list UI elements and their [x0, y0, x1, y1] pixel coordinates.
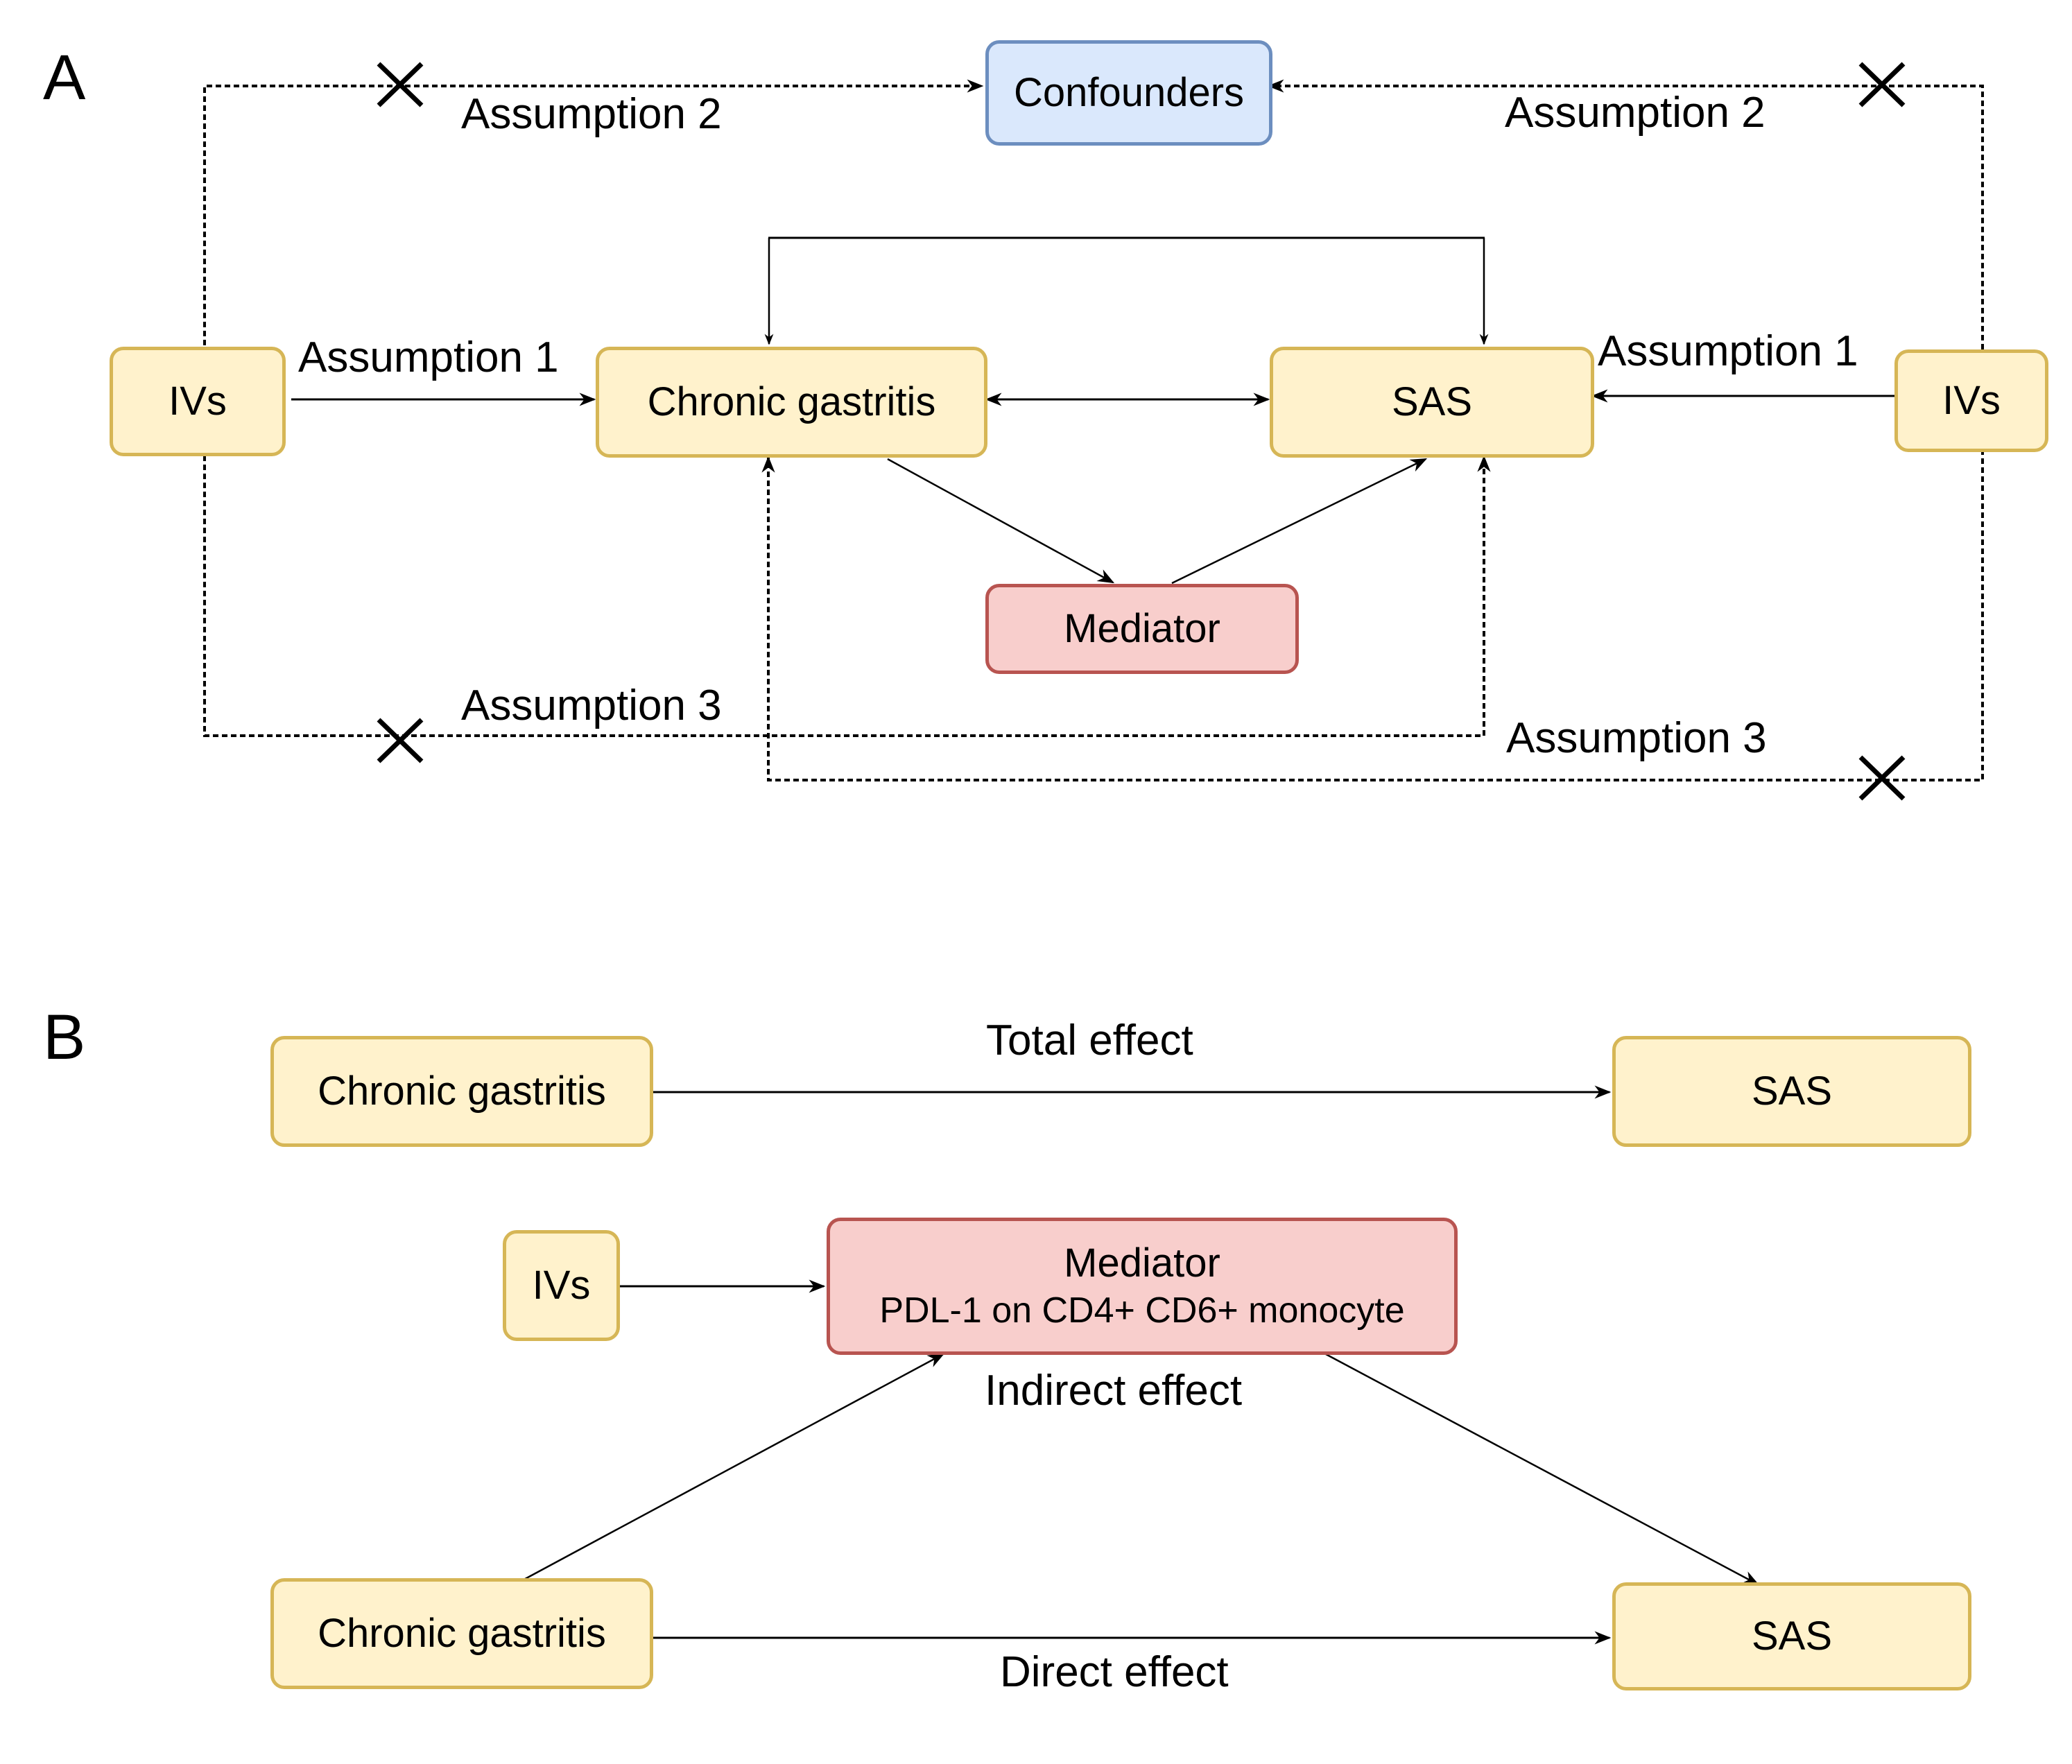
node-label: Chronic gastritis: [647, 379, 936, 424]
edge-label-assumption1-left: Assumption 1: [298, 334, 559, 381]
violation-x-icon: [1858, 755, 1906, 801]
node-label: SAS: [1751, 1068, 1833, 1114]
edge-label-direct-effect: Direct effect: [1000, 1648, 1229, 1696]
node-exposure-total: Chronic gastritis: [270, 1036, 653, 1147]
node-ivs-right: IVs: [1894, 349, 2048, 452]
edge-label-assumption3-right: Assumption 3: [1506, 714, 1767, 762]
panel-label-a: A: [43, 42, 86, 113]
node-label: Mediator: [1064, 605, 1220, 651]
node-label: IVs: [532, 1262, 591, 1308]
violation-x-icon: [377, 718, 424, 763]
node-outcome: SAS: [1270, 347, 1594, 458]
edge-exposure-to-mediator-b: [517, 1353, 945, 1584]
node-label: SAS: [1391, 379, 1473, 424]
edge-label-indirect-effect: Indirect effect: [985, 1367, 1243, 1415]
node-exposure-direct: Chronic gastritis: [270, 1578, 653, 1689]
node-exposure: Chronic gastritis: [596, 347, 987, 458]
node-label: Chronic gastritis: [318, 1068, 606, 1114]
node-label-detail: PDL-1 on CD4+ CD6+ monocyte: [879, 1290, 1405, 1331]
edge-exposure-to-mediator: [887, 458, 1115, 584]
node-label: IVs: [169, 378, 227, 424]
panel-label-b: B: [43, 1002, 86, 1073]
edge-mediator-to-outcome-b: [1325, 1353, 1760, 1586]
violation-x-icon: [1858, 62, 1906, 107]
edge-ivs-right-to-exposure: [761, 449, 1984, 781]
node-ivs-b: IVs: [503, 1230, 620, 1341]
node-label: IVs: [1942, 377, 2001, 423]
node-outcome-direct: SAS: [1612, 1582, 1971, 1690]
edge-label-assumption1-right: Assumption 1: [1598, 327, 1858, 375]
edge-label-assumption2-right: Assumption 2: [1505, 89, 1765, 137]
edge-mediator-to-outcome: [1171, 458, 1428, 585]
edge-ivs-left-to-confounders: [203, 79, 984, 345]
node-confounders: Confounders: [985, 40, 1272, 146]
node-label: SAS: [1751, 1613, 1833, 1659]
node-outcome-total: SAS: [1612, 1036, 1971, 1147]
node-label-title: Mediator: [1064, 1240, 1220, 1286]
edge-ivs-left-to-outcome: [203, 455, 1491, 737]
edge-label-assumption3-left: Assumption 3: [461, 682, 722, 729]
violation-x-icon: [377, 62, 424, 107]
node-mediator: Mediator: [985, 584, 1299, 674]
node-ivs-left: IVs: [110, 347, 286, 456]
node-label: Confounders: [1013, 69, 1245, 115]
node-label: Chronic gastritis: [318, 1610, 606, 1656]
edge-label-assumption2-left: Assumption 2: [461, 90, 722, 138]
node-mediator-b: Mediator PDL-1 on CD4+ CD6+ monocyte: [827, 1218, 1458, 1355]
edge-ivs-right-to-confounders: [1267, 79, 1984, 349]
edge-label-total-effect: Total effect: [986, 1017, 1193, 1064]
